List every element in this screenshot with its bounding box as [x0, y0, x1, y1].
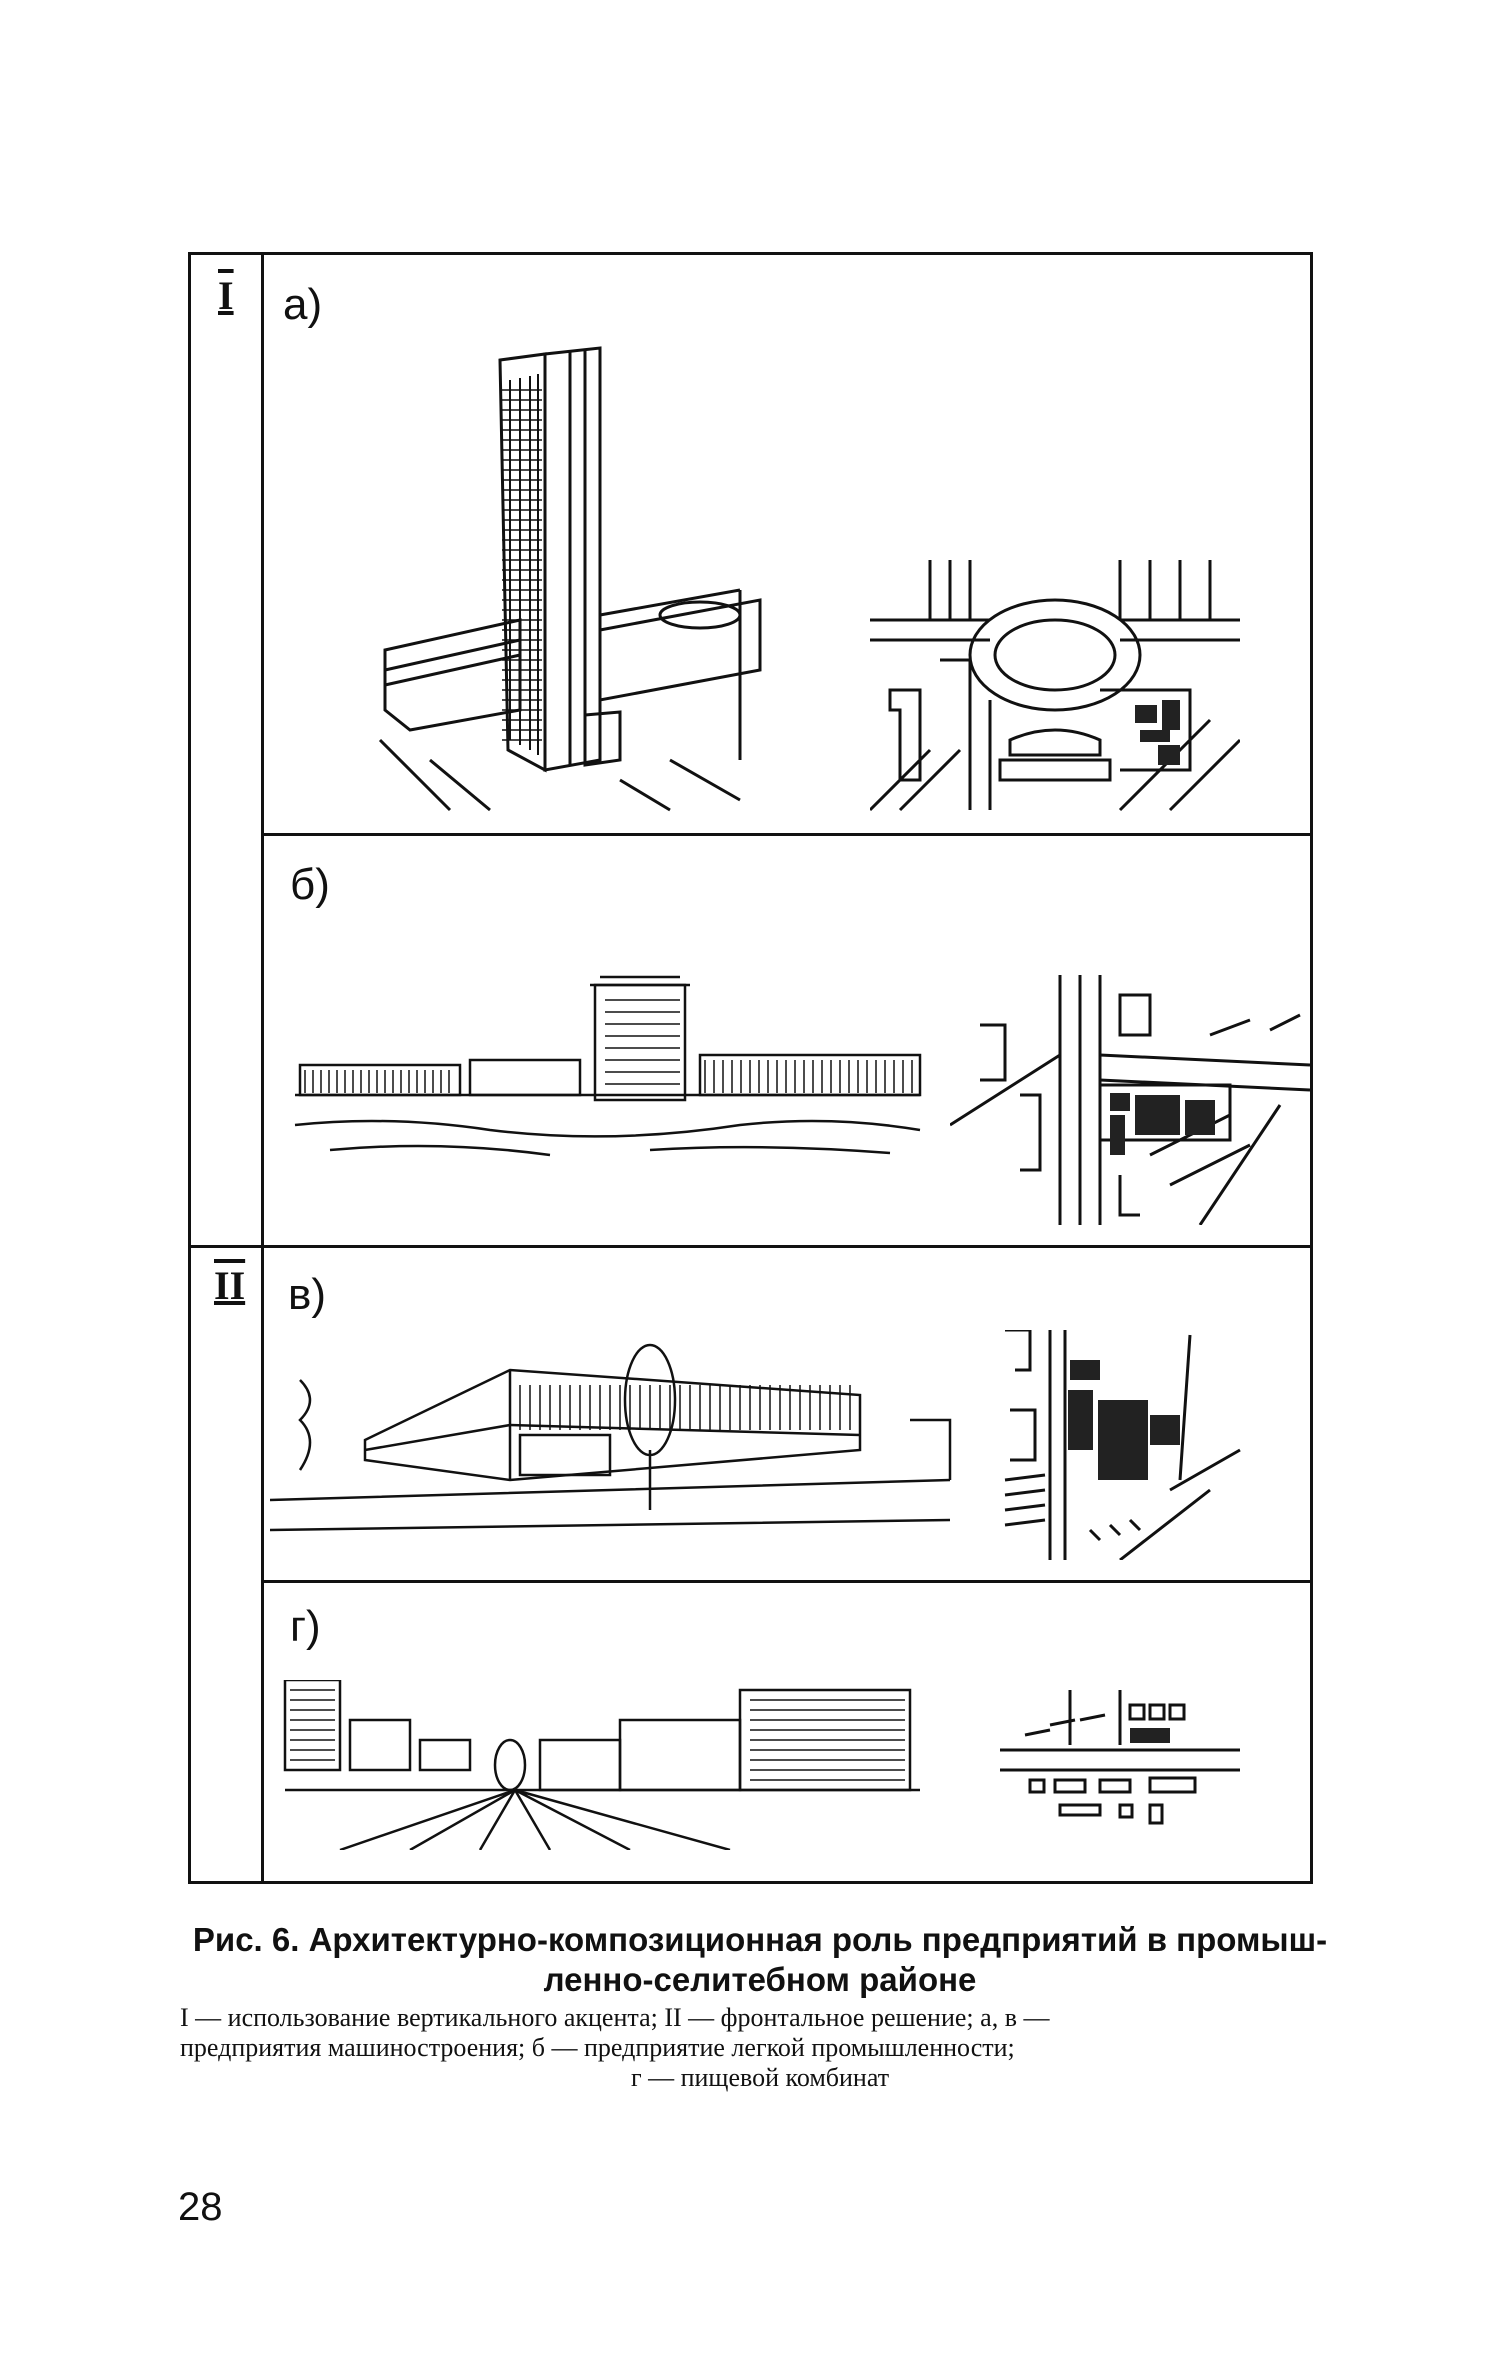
panel-label-g: г) — [290, 1602, 321, 1651]
panel-v-factory-drawing — [270, 1343, 952, 1532]
panel-a-site-plan — [870, 560, 1240, 812]
panel-g-street-drawing — [283, 1680, 920, 1850]
caption-body-line1: I — использование вертикального акцента;… — [180, 2003, 1050, 2032]
panel-b-site-plan — [950, 975, 1310, 1225]
figure-caption-title: Рис. 6. Архитектурно-композиционная роль… — [180, 1920, 1340, 2000]
panel-label-v: в) — [288, 1270, 327, 1319]
caption-title-line1: Рис. 6. Архитектурно-композиционная роль… — [192, 1921, 1328, 1958]
roman-column-divider — [261, 252, 264, 1884]
figure-frame — [188, 252, 1313, 1884]
group-label-ii: II — [214, 1263, 246, 1308]
caption-body-line3: г — пищевой комбинат — [630, 2063, 890, 2092]
panel-a-tower-drawing — [378, 346, 762, 812]
figure-caption-legend: I — использование вертикального акцента;… — [180, 2003, 1340, 2093]
panel-divider-vg — [261, 1580, 1313, 1583]
panel-g-site-plan — [1000, 1690, 1240, 1825]
panel-v-site-plan — [1004, 1330, 1241, 1560]
caption-body-line2: предприятия машиностроения; б — предприя… — [180, 2033, 1015, 2062]
panel-label-b: б) — [290, 860, 330, 909]
panel-divider-ab — [261, 833, 1313, 836]
group-divider — [188, 1245, 1313, 1248]
panel-label-a: а) — [283, 280, 323, 329]
caption-title-line2: ленно-селитебном районе — [543, 1961, 977, 1998]
panel-b-skyline-drawing — [294, 975, 922, 1157]
group-label-i: I — [218, 273, 234, 318]
page-number: 28 — [178, 2185, 223, 2229]
